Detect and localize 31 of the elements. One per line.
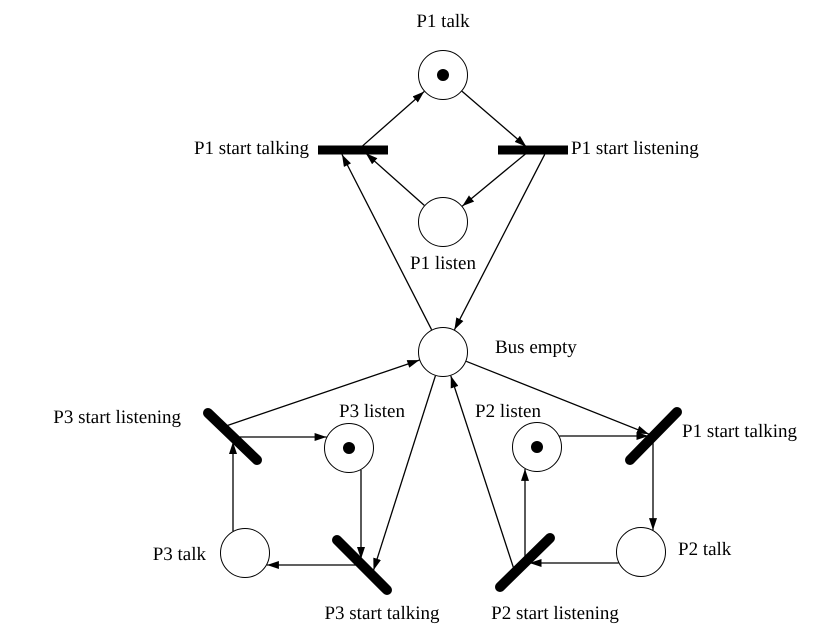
arc-arrow bbox=[649, 442, 657, 530]
transition-label: P3 start talking bbox=[324, 603, 440, 625]
place-label: P1 talk bbox=[416, 11, 470, 33]
arc-arrow bbox=[530, 559, 619, 567]
arc-arrow bbox=[266, 561, 357, 569]
transition-label: P1 start talking bbox=[682, 421, 798, 443]
transition-label: P1 start listening bbox=[571, 138, 699, 160]
arc-arrow bbox=[341, 154, 432, 330]
place-label: P3 listen bbox=[339, 401, 405, 423]
arc-arrow bbox=[365, 152, 425, 206]
arc-arrow bbox=[238, 433, 327, 441]
arc-arrow bbox=[559, 432, 648, 440]
arc-arrow bbox=[450, 376, 514, 568]
place-label: P2 listen bbox=[475, 401, 541, 423]
transition-label: P2 start listening bbox=[491, 603, 619, 625]
arc-arrow bbox=[227, 359, 420, 426]
arc-arrow bbox=[521, 468, 529, 558]
arc-arrow bbox=[357, 470, 365, 559]
place-label: P3 talk bbox=[152, 544, 206, 566]
place-label: P2 talk bbox=[678, 539, 732, 561]
arc-arrow bbox=[454, 154, 546, 330]
arc-arrow bbox=[462, 152, 527, 207]
place-label: P1 listen bbox=[410, 253, 476, 275]
arc-arrow bbox=[462, 90, 527, 148]
place-label: Bus empty bbox=[495, 337, 577, 359]
arc-arrow bbox=[229, 442, 237, 532]
arc-arrow bbox=[372, 376, 436, 570]
arc-arrow bbox=[466, 360, 650, 435]
arc-arrow bbox=[361, 91, 425, 148]
transition-label: P1 start talking bbox=[194, 138, 309, 160]
transition-label: P3 start listening bbox=[53, 407, 181, 429]
